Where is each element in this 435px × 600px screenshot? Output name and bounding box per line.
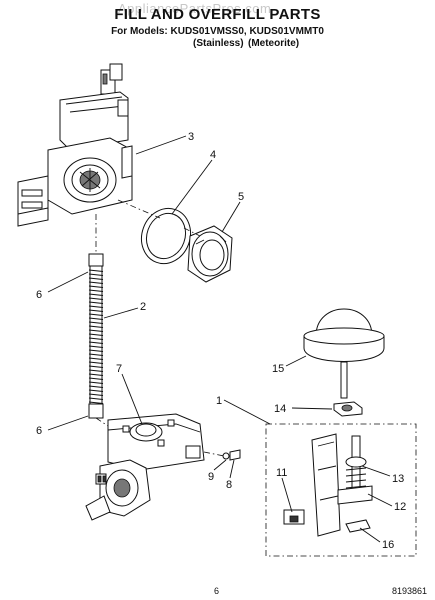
part-hose — [88, 253, 104, 419]
leader-lines — [47, 135, 393, 543]
hose-rib — [88, 361, 104, 364]
hose-rib — [88, 305, 104, 308]
part-fill-valve — [85, 413, 205, 521]
centerline-screw — [203, 451, 225, 457]
hose-rib — [88, 309, 104, 312]
hose-rib — [88, 345, 104, 348]
assembly-box — [265, 423, 417, 557]
part-float — [303, 308, 385, 399]
hose-rib — [88, 377, 104, 380]
part-screw-washer — [222, 449, 241, 461]
hose-rib — [88, 321, 104, 324]
hose-rib — [88, 397, 104, 400]
callout-15: 15 — [272, 363, 284, 375]
hose-rib — [88, 373, 104, 376]
hose-rib — [88, 337, 104, 340]
callout-12: 12 — [394, 501, 406, 513]
finish-meteorite: (Meteorite) — [248, 38, 300, 49]
centerline-housing — [117, 199, 201, 237]
centerline-hose-valve — [95, 417, 109, 427]
hose-rib — [88, 325, 104, 328]
callout-6a: 6 — [36, 289, 42, 301]
hose-rib — [88, 289, 104, 292]
hose-rib — [88, 401, 104, 404]
hose-rib — [88, 357, 104, 360]
hose-rib — [88, 329, 104, 332]
document-number: 8193861 — [391, 586, 427, 596]
callout-13: 13 — [392, 473, 404, 485]
hose-rib — [88, 349, 104, 352]
hose-rib — [88, 353, 104, 356]
hose-rib — [88, 293, 104, 296]
part-gasket — [140, 207, 192, 265]
callout-2: 2 — [140, 301, 146, 313]
hose-rib — [88, 333, 104, 336]
page-title: FILL AND OVERFILL PARTS — [114, 6, 321, 23]
models-line: For Models: KUDS01VMSS0, KUDS01VMMT0 — [111, 26, 324, 37]
hose-rib — [88, 301, 104, 304]
hose-rib — [88, 281, 104, 284]
hose-rib — [88, 297, 104, 300]
callout-14: 14 — [274, 403, 286, 415]
callout-16: 16 — [382, 539, 394, 551]
part-switch-assembly — [283, 433, 373, 537]
hose-rib — [88, 393, 104, 396]
hose-rib — [88, 389, 104, 392]
callout-8: 8 — [226, 479, 232, 491]
part-nut — [333, 401, 363, 417]
callout-4: 4 — [210, 149, 216, 161]
page-number: 6 — [214, 586, 220, 596]
hose-rib — [88, 269, 104, 272]
hose-rib — [88, 277, 104, 280]
callout-7: 7 — [116, 363, 122, 375]
hose-rib — [88, 369, 104, 372]
callout-6b: 6 — [36, 425, 42, 437]
part-lens-nut — [187, 225, 233, 283]
part-fill-funnel-housing — [17, 63, 133, 227]
callout-3: 3 — [188, 131, 194, 143]
hose-rib — [88, 385, 104, 388]
hose-rib — [88, 313, 104, 316]
hose-rib — [88, 285, 104, 288]
callout-1: 1 — [216, 395, 222, 407]
callout-11: 11 — [276, 467, 287, 479]
hose-rib — [88, 365, 104, 368]
watermark: AppliancePartsPros.com — [118, 1, 272, 16]
hose-rib — [88, 341, 104, 344]
finish-stainless: (Stainless) — [193, 38, 244, 49]
callout-5: 5 — [238, 191, 244, 203]
hose-rib — [88, 317, 104, 320]
hose-rib — [88, 273, 104, 276]
callout-9: 9 — [208, 471, 214, 483]
hose-rib — [88, 381, 104, 384]
